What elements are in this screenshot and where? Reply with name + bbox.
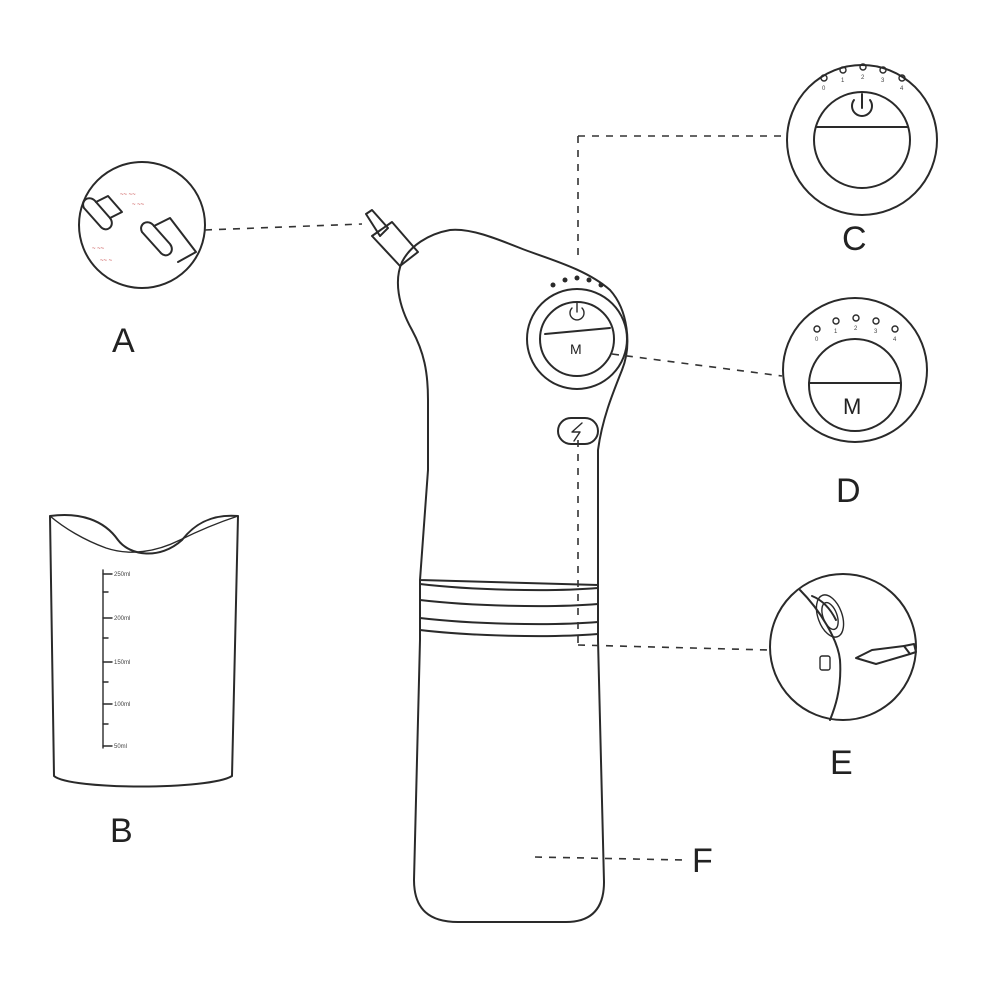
control-panel[interactable]: M bbox=[526, 275, 628, 390]
suction-tip-icon bbox=[82, 195, 197, 263]
measuring-cup-outline bbox=[49, 514, 239, 788]
mode-button-label: M bbox=[843, 394, 861, 419]
ring-sides bbox=[419, 579, 599, 641]
power-icon bbox=[851, 93, 873, 117]
callout-a: ~~ ~~ ~ ~~ ~ ~~ ~~ ~ A bbox=[78, 161, 363, 360]
callout-f-leader bbox=[534, 856, 685, 861]
control-panel-outer bbox=[526, 288, 628, 390]
measuring-cup-rim bbox=[49, 515, 239, 553]
svg-text:~ ~~: ~ ~~ bbox=[92, 246, 105, 252]
callout-e-leader-h bbox=[577, 644, 769, 651]
ring-line-1 bbox=[419, 583, 599, 592]
svg-text:~~ ~~: ~~ ~~ bbox=[120, 192, 136, 198]
device-head-outline bbox=[396, 228, 629, 586]
callout-a-circle bbox=[78, 161, 206, 289]
callout-c-inner bbox=[813, 91, 911, 189]
power-icon[interactable] bbox=[569, 302, 585, 321]
level-indicator-dots-small bbox=[550, 275, 604, 288]
callout-a-leader bbox=[204, 223, 363, 231]
callout-c-circle bbox=[786, 64, 938, 216]
level-2-c: 2 bbox=[861, 75, 865, 81]
ring-line-4 bbox=[419, 629, 599, 638]
collection-cup-outline bbox=[413, 639, 605, 923]
callout-f: F bbox=[534, 842, 713, 880]
callout-d: M 0 1 2 3 4 D bbox=[611, 297, 928, 510]
callout-c-level-dots: 0 1 2 3 4 bbox=[820, 63, 906, 92]
scale-label-100: 100ml bbox=[114, 702, 130, 708]
callout-e-dial bbox=[815, 594, 845, 638]
label-b: B bbox=[110, 812, 133, 850]
device-body: M bbox=[365, 209, 629, 923]
scale-label-250: 250ml bbox=[114, 572, 130, 578]
nozzle-collar bbox=[371, 221, 419, 267]
level-4-c: 4 bbox=[900, 86, 904, 92]
level-0-c: 0 bbox=[822, 86, 826, 92]
callout-c: 0 1 2 3 4 C bbox=[577, 63, 938, 262]
level-3-d: 3 bbox=[874, 329, 878, 335]
label-e: E bbox=[830, 744, 853, 782]
scale-label-200: 200ml bbox=[114, 616, 130, 622]
label-a: A bbox=[112, 322, 135, 360]
label-f: F bbox=[692, 842, 713, 880]
scale-label-50: 50ml bbox=[114, 744, 127, 750]
level-1-d: 1 bbox=[834, 329, 838, 335]
svg-text:~~ ~: ~~ ~ bbox=[100, 258, 113, 264]
callout-d-inner bbox=[808, 338, 902, 432]
charging-port-icon bbox=[819, 655, 831, 671]
level-4-d: 4 bbox=[893, 337, 897, 343]
measuring-scale: 250ml 200ml 150ml 100ml 50ml bbox=[102, 569, 130, 750]
charging-cable-icon bbox=[855, 643, 917, 665]
label-c: C bbox=[842, 220, 867, 258]
callout-b: 250ml 200ml 150ml 100ml 50ml B bbox=[49, 514, 239, 850]
svg-text:~ ~~: ~ ~~ bbox=[132, 202, 145, 208]
callout-d-level-dots: 0 1 2 3 4 bbox=[813, 314, 899, 343]
mode-button-label-small[interactable]: M bbox=[570, 341, 582, 357]
nozzle-tip bbox=[365, 209, 389, 237]
callout-e-body-edge-2 bbox=[811, 595, 837, 621]
ring-line-2 bbox=[419, 599, 599, 608]
level-1-c: 1 bbox=[841, 78, 845, 84]
callout-d-circle bbox=[782, 297, 928, 443]
callout-e-body-edge bbox=[799, 589, 842, 721]
callout-e: E bbox=[577, 440, 917, 782]
level-3-c: 3 bbox=[881, 78, 885, 84]
level-0-d: 0 bbox=[815, 337, 819, 343]
callout-d-leader bbox=[611, 353, 783, 377]
control-panel-divider bbox=[544, 327, 611, 335]
label-d: D bbox=[836, 472, 861, 510]
control-panel-inner bbox=[539, 301, 615, 377]
scale-label-150: 150ml bbox=[114, 660, 130, 666]
callout-e-circle bbox=[769, 573, 917, 721]
tip-marks: ~~ ~~ ~ ~~ ~ ~~ ~~ ~ bbox=[92, 192, 145, 264]
level-2-d: 2 bbox=[854, 326, 858, 332]
ring-line-3 bbox=[419, 617, 599, 626]
